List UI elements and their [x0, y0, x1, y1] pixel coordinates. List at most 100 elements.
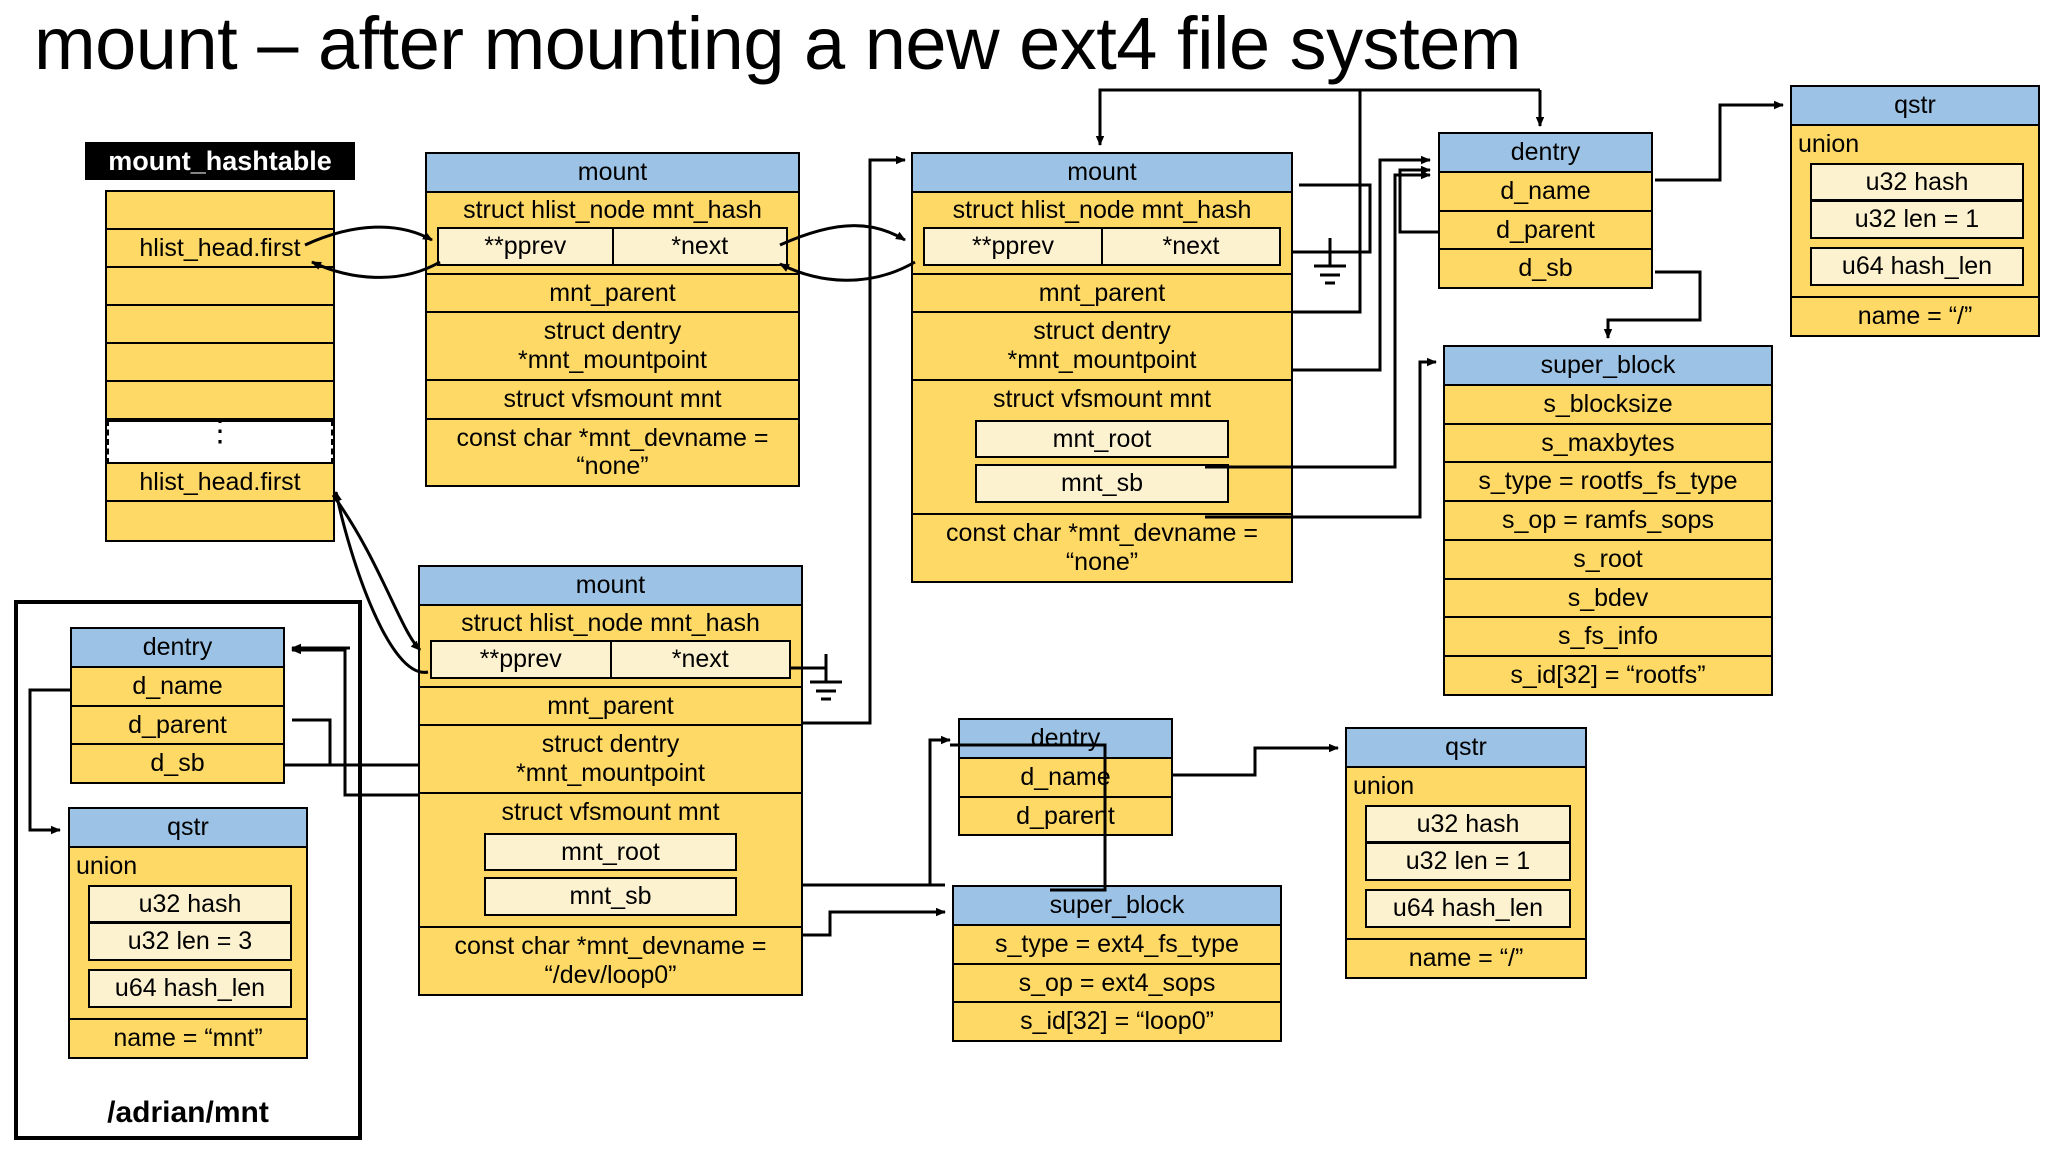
- link-dentry-root-parent-self: [1398, 165, 1438, 234]
- vfsmount-row: struct vfsmount mnt: [427, 380, 798, 420]
- link-mount2-pprev-to-mount1: [779, 260, 916, 282]
- pprev-cell: **pprev: [923, 226, 1102, 266]
- s-op-row: s_op = ext4_sops: [954, 964, 1280, 1004]
- s-type-row: s_type = ext4_fs_type: [954, 925, 1280, 965]
- union-block: union u32 hash u32 len = 1 u64 hash_len: [1792, 125, 2038, 298]
- d-sb-row: d_sb: [1440, 250, 1651, 287]
- mnt-hash-node: struct hlist_node mnt_hash **pprev *next: [420, 605, 801, 688]
- pprev-cell: **pprev: [437, 226, 613, 266]
- struct-dentry-mnt-title: dentry: [72, 629, 283, 668]
- hashtable-row: [107, 344, 333, 382]
- mnt-hash-label: struct hlist_node mnt_hash: [463, 195, 762, 224]
- u32-hash-cell: u32 hash: [1810, 162, 2024, 202]
- struct-dentry-mnt: dentry d_name d_parent d_sb: [70, 627, 285, 784]
- struct-dentry-rootfs-root: dentry d_name d_parent d_sb: [1438, 132, 1653, 289]
- mnt-devname-line2: “none”: [1065, 547, 1139, 576]
- hashtable-row: [107, 382, 333, 420]
- vfsmount-label: struct vfsmount mnt: [992, 384, 1212, 413]
- hashtable-row-hlist-head-first-1: hlist_head.first: [107, 230, 333, 268]
- vfsmount-label: struct vfsmount mnt: [501, 797, 720, 826]
- link-mount3-mntroot-to-dentry-ext4: [803, 735, 951, 887]
- union-label: union: [1353, 771, 1415, 800]
- struct-dentry-rootfs-root-title: dentry: [1440, 134, 1651, 173]
- u64-hash-len-cell: u64 hash_len: [88, 969, 292, 1008]
- struct-qstr-root-title: qstr: [1792, 87, 2038, 126]
- mnt-root-cell: mnt_root: [975, 419, 1229, 459]
- mnt-mountpoint-line2: *mnt_mountpoint: [517, 346, 707, 374]
- u32-len-cell: u32 len = 3: [88, 923, 292, 961]
- mnt-devname-line1: const char *mnt_devname =: [456, 423, 769, 452]
- link-dentry-ext4-dname-to-qstr-ext4: [1173, 743, 1339, 777]
- d-name-row: d_name: [960, 758, 1171, 798]
- struct-mount-rootfs-2-title: mount: [913, 154, 1291, 193]
- mnt-mountpoint-line1: struct dentry: [543, 317, 682, 346]
- s-op-row: s_op = ramfs_sops: [1445, 502, 1771, 541]
- u64-hash-len-cell: u64 hash_len: [1365, 889, 1571, 928]
- hashtable-row: [107, 268, 333, 306]
- struct-super-block-ext4-title: super_block: [954, 887, 1280, 926]
- d-name-row: d_name: [1440, 172, 1651, 212]
- u32-hash-cell: u32 hash: [88, 884, 292, 924]
- mnt-parent-row: mnt_parent: [420, 687, 801, 727]
- mnt-mountpoint-line1: struct dentry: [1033, 317, 1171, 346]
- d-parent-row: d_parent: [1440, 211, 1651, 251]
- link-dentry-root-dname-to-qstr-root: [1655, 100, 1784, 182]
- union-label: union: [76, 851, 138, 880]
- next-cell: *next: [612, 226, 788, 266]
- s-blocksize-row: s_blocksize: [1445, 385, 1771, 425]
- group-adrian-mnt-label: /adrian/mnt: [107, 1096, 269, 1129]
- hashtable-row: [107, 192, 333, 230]
- u64-hash-len-cell: u64 hash_len: [1810, 247, 2024, 286]
- d-parent-row: d_parent: [72, 706, 283, 746]
- mnt-parent-row: mnt_parent: [913, 274, 1291, 314]
- s-root-row: s_root: [1445, 540, 1771, 580]
- link-aux-1: [1293, 183, 1372, 254]
- u32-len-cell: u32 len = 1: [1810, 201, 2024, 239]
- struct-mount-rootfs-2: mount struct hlist_node mnt_hash **pprev…: [911, 152, 1293, 583]
- next-cell: *next: [1102, 226, 1281, 266]
- struct-super-block-rootfs-title: super_block: [1445, 347, 1771, 386]
- mnt-hash-node: struct hlist_node mnt_hash **pprev *next: [427, 192, 798, 275]
- next-cell: *next: [610, 639, 791, 679]
- u32-hash-cell: u32 hash: [1365, 804, 1571, 844]
- mnt-devname-line1: const char *mnt_devname =: [946, 519, 1258, 547]
- hashtable-row-hlist-head-first-2: hlist_head.first: [107, 464, 333, 502]
- mnt-root-cell: mnt_root: [484, 832, 737, 872]
- mnt-hash-label: struct hlist_node mnt_hash: [461, 608, 760, 637]
- struct-mount-ext4-title: mount: [420, 567, 801, 606]
- mnt-mountpoint-line2: *mnt_mountpoint: [515, 759, 705, 787]
- hashtable-row: [107, 502, 333, 540]
- mnt-sb-cell: mnt_sb: [975, 464, 1229, 503]
- hashtable-ellipsis: ⋮: [107, 417, 333, 464]
- mount-hashtable: hlist_head.first ⋮ hlist_head.first: [105, 190, 335, 542]
- vfsmount-row: struct vfsmount mnt mnt_root mnt_sb: [913, 380, 1291, 515]
- struct-qstr-ext4-title: qstr: [1347, 729, 1585, 768]
- d-sb-row: d_sb: [72, 745, 283, 782]
- mnt-devname-line1: const char *mnt_devname =: [454, 932, 767, 960]
- pprev-cell: **pprev: [430, 639, 611, 679]
- s-maxbytes-row: s_maxbytes: [1445, 424, 1771, 464]
- mnt-sb-cell: mnt_sb: [484, 877, 737, 916]
- s-id-row: s_id[32] = “rootfs”: [1445, 657, 1771, 694]
- union-block: union u32 hash u32 len = 1 u64 hash_len: [1347, 767, 1585, 940]
- struct-qstr-mnt: qstr union u32 hash u32 len = 3 u64 hash…: [68, 807, 308, 1059]
- struct-dentry-ext4-root-title: dentry: [960, 720, 1171, 759]
- link-mount2-mountpoint-to-dentry-root: [1293, 155, 1431, 372]
- struct-qstr-root: qstr union u32 hash u32 len = 1 u64 hash…: [1790, 85, 2040, 337]
- mnt-devname-line2: “none”: [576, 452, 649, 481]
- mnt-mountpoint-row: struct dentry *mnt_mountpoint: [420, 726, 801, 794]
- s-type-row: s_type = rootfs_fs_type: [1445, 463, 1771, 502]
- mnt-devname-row: const char *mnt_devname = “none”: [913, 515, 1291, 581]
- struct-mount-rootfs: mount struct hlist_node mnt_hash **pprev…: [425, 152, 800, 487]
- s-fs-info-row: s_fs_info: [1445, 618, 1771, 657]
- struct-mount-rootfs-title: mount: [427, 154, 798, 193]
- struct-mount-ext4: mount struct hlist_node mnt_hash **pprev…: [418, 565, 803, 996]
- mnt-parent-row: mnt_parent: [427, 274, 798, 314]
- mnt-hash-label: struct hlist_node mnt_hash: [952, 195, 1252, 224]
- struct-super-block-ext4: super_block s_type = ext4_fs_type s_op =…: [952, 885, 1282, 1042]
- mnt-devname-row: const char *mnt_devname = “none”: [427, 419, 798, 485]
- mnt-mountpoint-line1: struct dentry: [541, 730, 680, 759]
- page-title: mount – after mounting a new ext4 file s…: [34, 2, 1522, 85]
- mnt-hash-node: struct hlist_node mnt_hash **pprev *next: [913, 192, 1291, 275]
